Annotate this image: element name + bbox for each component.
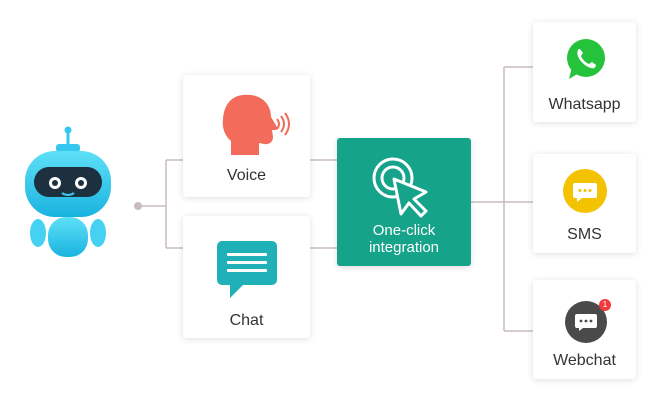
speaking-head-icon (222, 94, 290, 155)
channel-card-chat: Chat (183, 216, 310, 338)
platform-card-sms: SMS (533, 154, 636, 253)
platform-card-whatsapp: Whatsapp (533, 22, 636, 122)
whatsapp-icon (567, 39, 605, 79)
sms-bubble-icon (563, 169, 607, 213)
platform-label-webchat: Webchat (553, 352, 616, 369)
hub-label-line2: integration (368, 239, 440, 256)
hub-label-line1: One-click (372, 222, 436, 239)
platform-card-webchat: 1 Webchat (533, 280, 636, 379)
channel-label-chat: Chat (229, 312, 264, 329)
one-click-integration-hub: One-click integration (337, 138, 471, 266)
platform-label-sms: SMS (567, 226, 602, 243)
connector-dot (134, 202, 142, 210)
channel-label-voice: Voice (226, 167, 267, 184)
robot-icon (25, 126, 111, 257)
webchat-bubble-icon (565, 301, 607, 343)
notification-badge: 1 (599, 299, 611, 311)
cursor-click-icon (372, 157, 428, 218)
channel-card-voice: Voice (183, 75, 310, 197)
chat-bubble-icon (217, 241, 277, 298)
platform-label-whatsapp: Whatsapp (548, 96, 621, 113)
